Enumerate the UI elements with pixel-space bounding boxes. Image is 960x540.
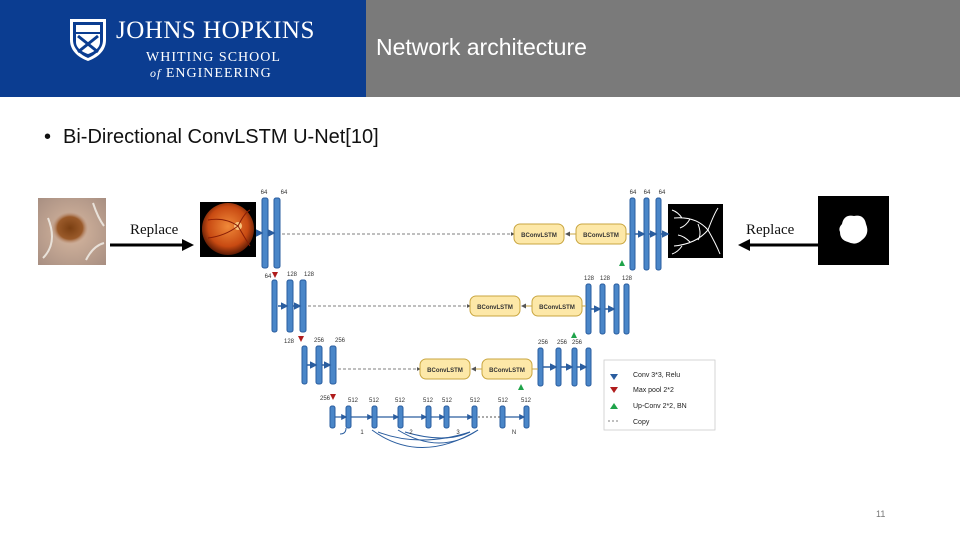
upconv-arrow-icon [619, 260, 625, 266]
channel-label: 128 [622, 276, 633, 282]
channel-label: 256 [320, 396, 331, 402]
channel-label: 64 [659, 190, 666, 196]
channel-label: 256 [538, 340, 549, 346]
skin-lesion-image [38, 198, 106, 265]
logo-name-line3-prefix: of [150, 66, 162, 80]
channel-label: 512 [369, 398, 380, 404]
maxpool-arrow-icon [610, 387, 618, 393]
bconvlstm-label: BConvLSTM [539, 305, 575, 311]
channel-label: 128 [284, 339, 295, 345]
bottleneck-index: 2 [409, 430, 413, 436]
bottleneck-index: N [512, 430, 516, 436]
bottleneck-index: 3 [456, 430, 460, 436]
maxpool-arrow-icon [298, 336, 304, 342]
maxpool-arrow-icon [330, 394, 336, 400]
bullet-item: • Bi-Directional ConvLSTM U-Net[10] [44, 126, 379, 149]
feature-map [261, 197, 269, 269]
encoder-level-1: 64 64 [256, 190, 288, 278]
channel-label: 128 [600, 276, 611, 282]
channel-label: 512 [395, 398, 406, 404]
bconvlstm-label: BConvLSTM [489, 368, 525, 374]
legend-upconv-label: Up-Conv 2*2, BN [633, 403, 687, 410]
feature-map [273, 197, 281, 269]
legend-maxpool-label: Max pool 2*2 [633, 387, 674, 394]
logo-name-line3-text: ENGINEERING [165, 66, 272, 81]
bottleneck-level: 256 512 512 512 512 512 512 512 512 1 2 … [320, 384, 532, 448]
skip-connection-level-1: BConvLSTM BConvLSTM [282, 223, 630, 245]
channel-label: 64 [630, 190, 637, 196]
bconvlstm-block [419, 358, 471, 380]
channel-label: 64 [281, 190, 288, 196]
replace-label-right: Replace [746, 222, 795, 238]
channel-label: 64 [644, 190, 651, 196]
feature-map [271, 279, 278, 333]
channel-label: 128 [304, 272, 315, 278]
channel-label: 256 [335, 338, 346, 344]
bconvlstm-label: BConvLSTM [427, 368, 463, 374]
feature-map [315, 345, 323, 385]
logo-name-line2: WHITING SCHOOL [146, 50, 281, 65]
upconv-arrow-icon [610, 403, 618, 409]
upconv-arrow-icon [518, 384, 524, 390]
bconvlstm-label: BConvLSTM [477, 305, 513, 311]
jhu-shield-icon [70, 19, 106, 61]
decoder-level-2: 128 128 128 [584, 260, 633, 335]
bullet-text: Bi-Directional ConvLSTM U-Net[10] [63, 126, 379, 148]
header-title-bar: Network architecture [366, 0, 960, 97]
channel-label: 512 [470, 398, 481, 404]
bottleneck-index: 1 [360, 430, 364, 436]
channel-label: 64 [265, 274, 272, 280]
bullet-dot: • [44, 126, 52, 148]
header-logo-panel: JOHNS HOPKINS WHITING SCHOOL of ENGINEER… [0, 0, 367, 97]
bconvlstm-block [513, 223, 565, 245]
logo-name-line1: JOHNS HOPKINS [116, 17, 315, 44]
logo-name-line3: of ENGINEERING [150, 66, 272, 82]
channel-label: 512 [521, 398, 532, 404]
feature-map [329, 345, 337, 385]
replace-label-left: Replace [130, 222, 179, 238]
channel-label: 64 [261, 190, 268, 196]
channel-label: 512 [442, 398, 453, 404]
bconvlstm-label: BConvLSTM [583, 233, 619, 239]
encoder-level-2: 64 128 128 [265, 272, 315, 342]
legend-conv-label: Conv 3*3, Relu [633, 372, 680, 379]
legend-copy-label: Copy [633, 419, 650, 426]
channel-label: 256 [314, 338, 325, 344]
decoder-level-3: 256 256 256 [537, 332, 592, 387]
diagram-legend: Conv 3*3, Relu Max pool 2*2 Up-Conv 2*2,… [603, 359, 716, 431]
bconvlstm-label: BConvLSTM [521, 233, 557, 239]
decoder-level-1: 64 64 64 [629, 190, 670, 271]
channel-label: 512 [423, 398, 434, 404]
slide-title: Network architecture [376, 34, 587, 60]
encoder-level-3: 128 256 256 [284, 338, 346, 400]
bconvlstm-block [469, 295, 521, 317]
channel-label: 512 [498, 398, 509, 404]
maxpool-arrow-icon [272, 272, 278, 278]
vessel-segmentation-image [668, 204, 723, 258]
feature-map [299, 279, 307, 333]
lesion-mask-image [818, 196, 889, 265]
channel-label: 256 [557, 340, 568, 346]
upconv-arrow-icon [571, 332, 577, 338]
channel-label: 128 [287, 272, 298, 278]
skip-connection-level-2: BConvLSTM BConvLSTM [308, 295, 586, 317]
replace-arrow-left [110, 239, 194, 251]
channel-label: 128 [584, 276, 595, 282]
channel-label: 256 [572, 340, 583, 346]
retina-fundus-image [200, 202, 256, 257]
feature-map [301, 345, 308, 385]
conv-arrow-icon [610, 374, 618, 380]
unet-architecture-diagram: 64 64 64 128 128 128 256 256 256 [256, 190, 716, 448]
replace-arrow-right [738, 239, 818, 251]
channel-label: 512 [348, 398, 359, 404]
skip-connection-level-3: BConvLSTM BConvLSTM [338, 358, 538, 380]
page-number: 11 [876, 509, 886, 519]
feature-map [286, 279, 294, 333]
